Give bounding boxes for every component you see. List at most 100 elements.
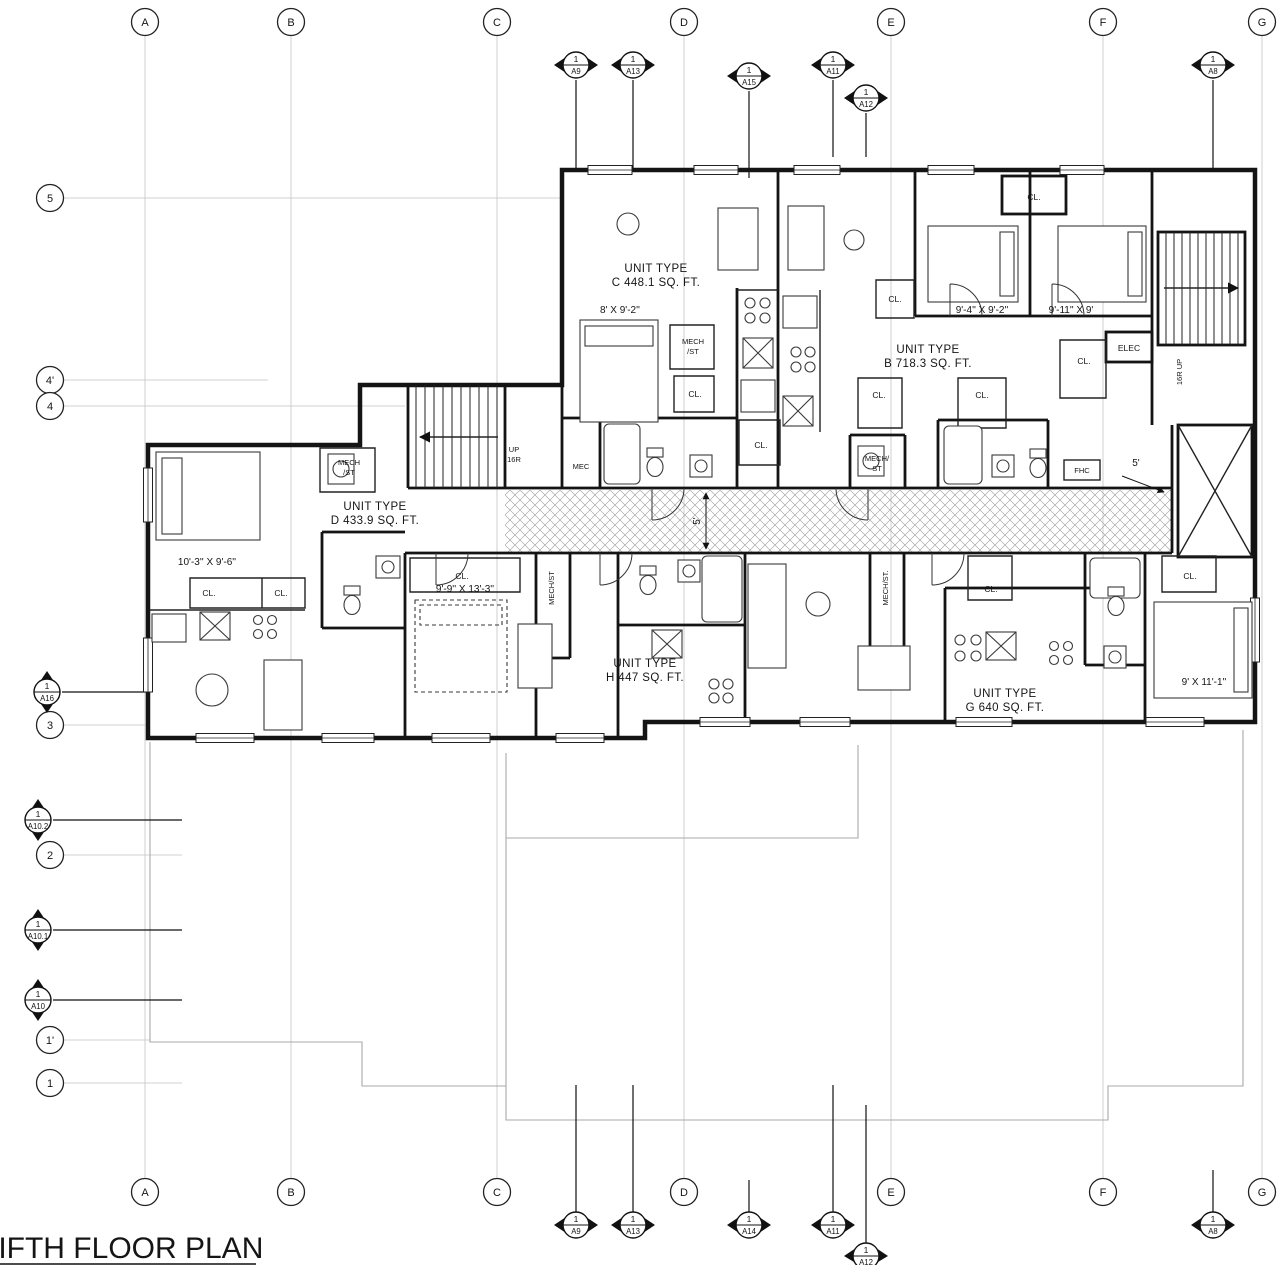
marker-number: 1: [1211, 54, 1216, 64]
section-marker-a13-top: 1 A13: [611, 51, 655, 79]
title-block: FIFTH FLOOR PLAN: [0, 1232, 263, 1265]
chair: [517, 623, 553, 689]
stair-up-label: 16R UP: [1175, 359, 1184, 385]
unit-labels: UNIT TYPE C 448.1 SQ. FT. UNIT TYPE B 71…: [331, 263, 1044, 714]
marker-number: 1: [864, 87, 869, 97]
marker-sheet: A10.1: [28, 932, 48, 941]
closet-label: CL.: [1077, 356, 1090, 366]
unit-d-type: UNIT TYPE: [343, 501, 406, 513]
pillow: [1127, 231, 1143, 297]
grid-label: A: [141, 17, 149, 29]
range-burners: [252, 297, 1074, 704]
closet-label: CL.: [455, 571, 468, 581]
grid-label: D: [680, 17, 688, 29]
marker-sheet: A12: [859, 1258, 873, 1265]
section-marker-a14-bottom: 1 A14: [727, 1211, 771, 1239]
mech-label: MECH/: [865, 454, 890, 463]
corridor-width-label: 5': [1132, 458, 1140, 469]
grid-label: E: [887, 17, 894, 29]
section-marker-a102-left: 1 A10.2: [24, 799, 52, 841]
section-markers: 1 A9 1 A13 1 A15 1 A11 1 A12 1 A8 1 A16: [24, 51, 1235, 1265]
stair-right: 16R UP: [1156, 230, 1247, 385]
section-marker-a12-bottom: 1 A12: [844, 1242, 888, 1265]
marker-sheet: A16: [40, 694, 54, 703]
section-marker-a11-bottom: 1 A11: [811, 1211, 855, 1239]
pillow: [161, 457, 183, 535]
marker-number: 1: [36, 919, 41, 929]
grid-label: F: [1100, 1187, 1107, 1199]
marker-sheet: A12: [859, 100, 873, 109]
marker-sheet: A14: [742, 1227, 757, 1236]
sofa: [263, 659, 303, 731]
unit-c-type: UNIT TYPE: [624, 263, 687, 275]
unit-c-area: C 448.1 SQ. FT.: [612, 277, 700, 289]
closet-label: CL.: [688, 389, 701, 399]
grid-label: C: [493, 17, 501, 29]
elevator-shaft: [1176, 423, 1254, 559]
sinks: [375, 454, 1127, 669]
bed: [155, 451, 261, 541]
grid-label: 2: [47, 850, 53, 862]
section-marker-a13-bottom: 1 A13: [611, 1211, 655, 1239]
grid-label: 4': [46, 375, 54, 387]
sofa: [747, 563, 787, 669]
interior-walls: [320, 170, 1174, 738]
marker-leader-lines: [53, 80, 1214, 1243]
marker-number: 1: [1211, 1214, 1216, 1224]
closet-label: CL.: [754, 440, 767, 450]
marker-number: 1: [36, 989, 41, 999]
section-marker-a9-bottom: 1 A9: [554, 1211, 598, 1239]
unit-b-type: UNIT TYPE: [896, 344, 959, 356]
mech-label: MECH: [682, 337, 704, 346]
marker-number: 1: [574, 1214, 579, 1224]
grid-label: B: [287, 1187, 294, 1199]
marker-number: 1: [36, 809, 41, 819]
section-marker-a15-top: 1 A15: [727, 62, 771, 90]
toilets: [343, 447, 1125, 617]
marker-sheet: A11: [826, 67, 839, 76]
section-marker-a101-left: 1 A10.1: [24, 909, 52, 951]
fridge: [740, 379, 776, 413]
room-dimension-labels: 8' X 9'-2'' 9'-4'' X 9'-2'' 9'-11'' X 9'…: [178, 305, 1227, 688]
closet-partitions: [150, 279, 1217, 611]
section-marker-a8-bottom: 1 A8: [1191, 1211, 1235, 1239]
round-table: [805, 591, 831, 617]
closet-top: [1000, 174, 1068, 216]
fhc-cabinet: [1063, 459, 1101, 481]
grid-label: G: [1258, 17, 1267, 29]
bed: [1057, 225, 1147, 303]
bed: [579, 319, 659, 423]
exterior-walls: [145, 167, 1258, 741]
kitchens: [151, 295, 1074, 704]
grid-label: E: [887, 1187, 894, 1199]
closet-label: CL.: [984, 584, 997, 594]
grid-label: C: [493, 1187, 501, 1199]
marker-sheet: A10.2: [28, 822, 48, 831]
grid-label: 1': [46, 1035, 54, 1047]
sheet-title: FIFTH FLOOR PLAN: [0, 1232, 263, 1265]
pillow: [999, 231, 1015, 297]
unit-d-area: D 433.9 SQ. FT.: [331, 515, 419, 527]
unit-h-area: H 447 SQ. FT.: [606, 672, 684, 684]
section-marker-a16-left: 1 A16: [33, 671, 61, 713]
mech-label: /ST: [343, 468, 355, 477]
dim-label: 9'-4'' X 9'-2'': [956, 305, 1009, 316]
bathrooms: [327, 423, 1141, 669]
table: [857, 645, 911, 691]
grid-row-lines: [64, 197, 560, 1084]
pillow: [419, 604, 503, 626]
marker-number: 1: [747, 65, 752, 75]
bed: [1153, 601, 1253, 699]
marker-sheet: A9: [571, 67, 581, 76]
mech-label: MECH: [338, 458, 360, 467]
grid-label: A: [141, 1187, 149, 1199]
closet-label: CL.: [202, 588, 215, 598]
marker-sheet: A8: [1208, 67, 1218, 76]
closet-label: CL.: [872, 390, 885, 400]
grid-label: 4: [47, 401, 53, 413]
dim-label: 9'-9'' X 13'-3'': [436, 584, 494, 595]
marker-sheet: A11: [826, 1227, 839, 1236]
section-marker-a12-top: 1 A12: [844, 84, 888, 112]
marker-number: 1: [747, 1214, 752, 1224]
section-marker-a8-top: 1 A8: [1191, 51, 1235, 79]
